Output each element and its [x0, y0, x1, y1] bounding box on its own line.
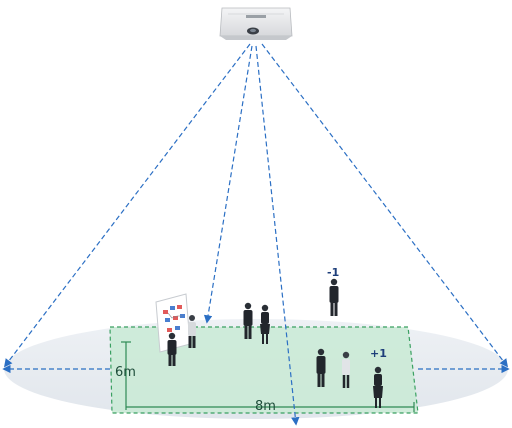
detection-zone: [109, 326, 419, 414]
person-exiting: [329, 278, 339, 316]
sensor-beams: [3, 43, 509, 426]
person-talking-a: [243, 302, 253, 339]
width-dimension-line: [121, 341, 131, 410]
person-group-b: [342, 351, 350, 388]
count-plus-one-label: +1: [370, 347, 387, 360]
count-minus-one-label: -1: [327, 266, 339, 279]
person-group-a: [316, 348, 326, 387]
length-dimension-label: 8m: [255, 399, 276, 414]
person-talking-b: [260, 304, 270, 344]
width-dimension-label: 6m: [115, 365, 136, 380]
person-entering: [373, 366, 383, 408]
person-standing-grey: [188, 315, 196, 348]
person-presenter: [167, 332, 177, 366]
flipchart-icon: [155, 293, 191, 361]
length-dimension-line: [126, 402, 415, 412]
ceiling-sensor-icon: [219, 7, 293, 40]
